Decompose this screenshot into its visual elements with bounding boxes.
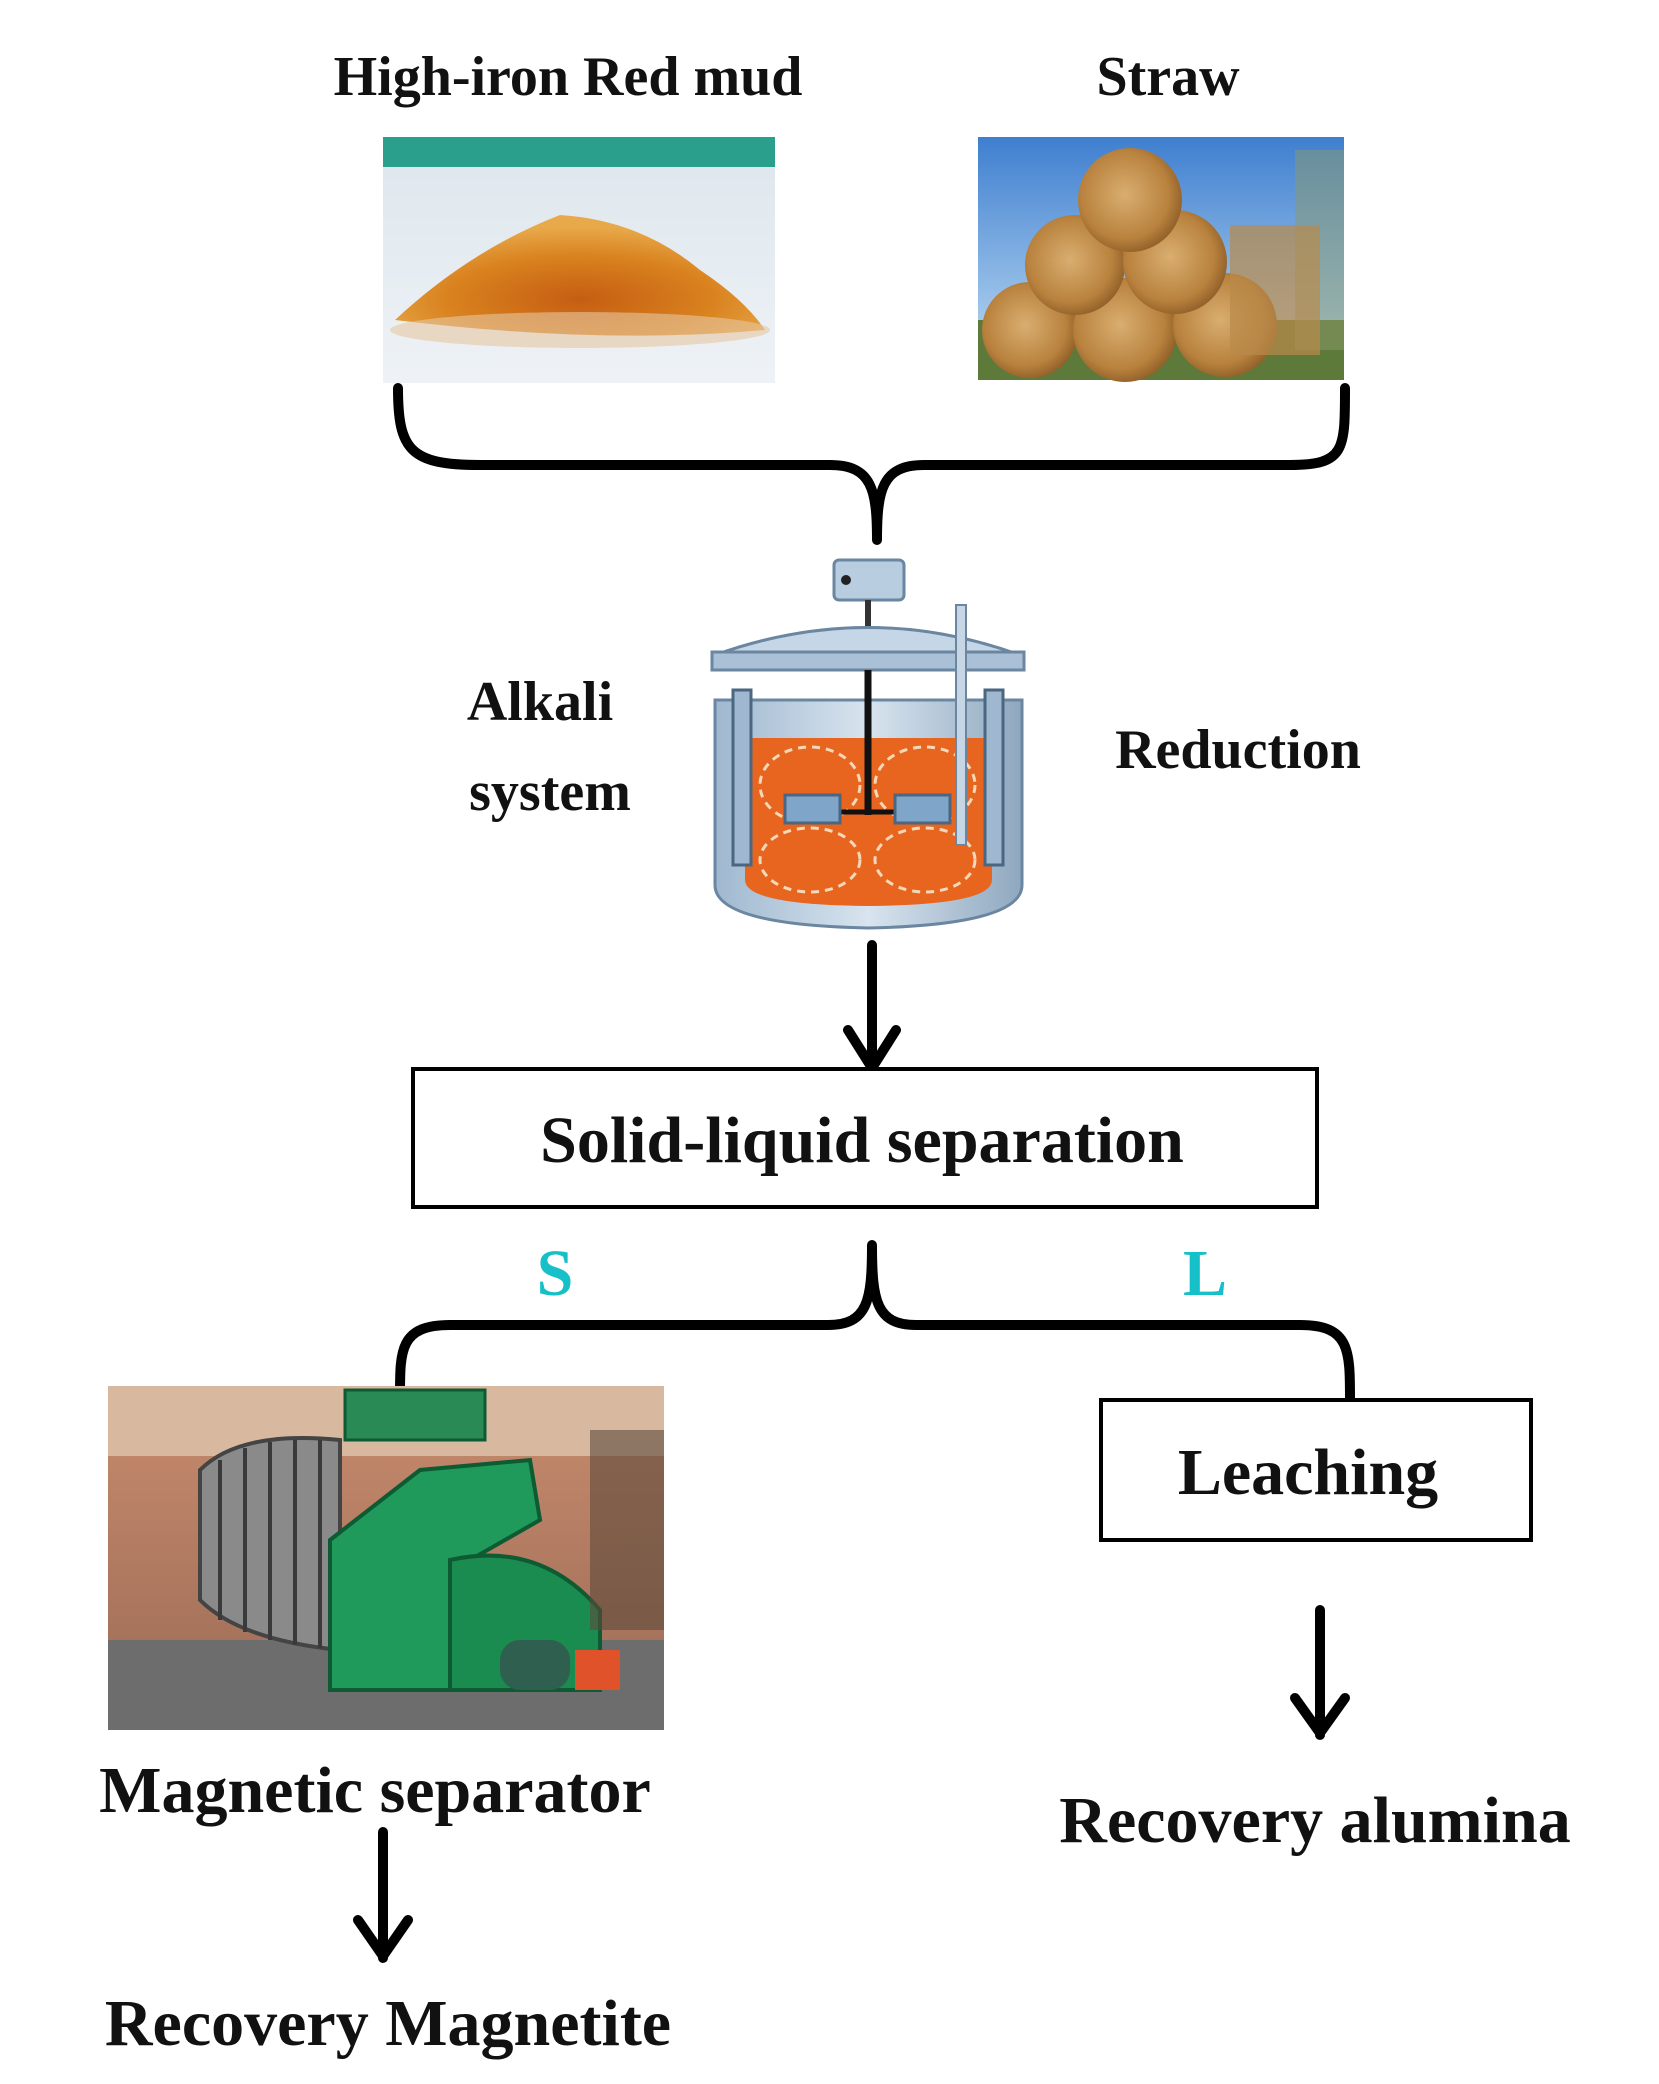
recovery-magnetite-label: Recovery Magnetite: [105, 1987, 671, 2060]
red-mud-label: High-iron Red mud: [334, 46, 803, 108]
separation-split-brace: [395, 1240, 1355, 1405]
arrow-to-alumina: [1290, 1605, 1350, 1740]
separation-box: [411, 1067, 1319, 1209]
magnetic-separator-photo: [108, 1386, 664, 1730]
alkali-system-label-line1: Alkali: [467, 671, 613, 733]
red-mud-photo: [383, 137, 775, 383]
leaching-box: [1099, 1398, 1533, 1542]
straw-photo: [978, 137, 1344, 382]
liquid-branch-label: L: [1183, 1237, 1227, 1310]
alkali-system-label-line2: system: [469, 761, 631, 823]
reduction-label: Reduction: [1115, 719, 1361, 781]
arrow-to-separation: [843, 940, 901, 1075]
solid-branch-label: S: [537, 1237, 574, 1310]
recovery-alumina-label: Recovery alumina: [1059, 1784, 1570, 1857]
leaching-label: Leaching: [1178, 1436, 1438, 1509]
inputs-merge-brace: [393, 383, 1350, 545]
straw-label: Straw: [1096, 46, 1240, 108]
magnetic-separator-label: Magnetic separator: [99, 1754, 651, 1827]
separation-label: Solid-liquid separation: [540, 1104, 1184, 1177]
arrow-to-magnetite: [353, 1827, 413, 1963]
reactor-vessel-illustration: [710, 558, 1026, 930]
